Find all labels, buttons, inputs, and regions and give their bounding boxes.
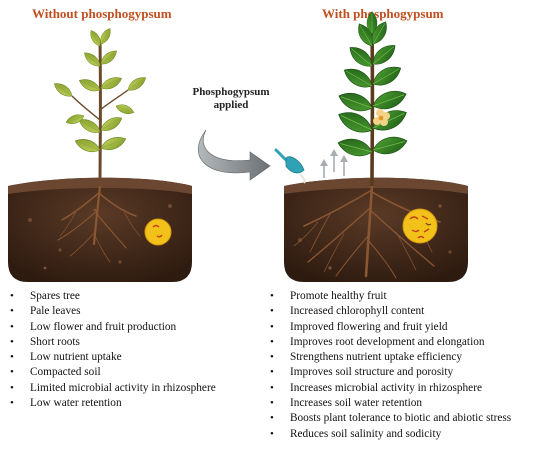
pale-plant <box>51 26 149 187</box>
caption-line-1: Phosphogypsum <box>192 86 270 98</box>
list-item: Low water retention <box>4 396 216 412</box>
without-effects-list: Spares tree Pale leaves Low flower and f… <box>4 289 216 412</box>
healthy-plant <box>334 11 411 187</box>
upward-arrows-icon <box>320 149 348 178</box>
microbe-circle-icon <box>144 218 172 246</box>
list-item: Improves root development and elongation <box>264 335 511 351</box>
list-item: Improved flowering and fruit yield <box>264 320 511 336</box>
list-item: Increased chlorophyll content <box>264 304 511 320</box>
list-item: Increases soil water retention <box>264 396 511 412</box>
curved-arrow-icon <box>197 129 271 181</box>
list-item: Reduces soil salinity and sodicity <box>264 427 511 443</box>
title-with-phosphogypsum: With phosphogypsum <box>322 6 444 21</box>
diagram-illustration <box>8 11 468 282</box>
title-without-phosphogypsum: Without phosphogypsum <box>32 6 172 21</box>
list-item: Compacted soil <box>4 365 216 381</box>
list-item: Boosts plant tolerance to biotic and abi… <box>264 411 511 427</box>
with-effects-list: Promote healthy fruit Increased chloroph… <box>264 289 511 442</box>
list-item: Strengthens nutrient uptake efficiency <box>264 350 511 366</box>
list-item: Short roots <box>4 335 216 351</box>
flower-icon <box>373 109 390 126</box>
list-item: Improves soil structure and porosity <box>264 365 511 381</box>
list-item: Low nutrient uptake <box>4 350 216 366</box>
list-item: Low flower and fruit production <box>4 320 216 336</box>
list-item: Increases microbial activity in rhizosph… <box>264 381 511 397</box>
list-item: Limited microbial activity in rhizospher… <box>4 381 216 397</box>
list-item: Pale leaves <box>4 304 216 320</box>
roots-left <box>57 184 141 263</box>
microbe-circle-icon <box>402 208 438 244</box>
list-item: Spares tree <box>4 289 216 305</box>
list-item: Promote healthy fruit <box>264 289 511 305</box>
caption-line-2: applied <box>213 99 249 111</box>
scoop-icon <box>274 148 306 184</box>
application-caption: Phosphogypsum applied <box>186 86 276 112</box>
